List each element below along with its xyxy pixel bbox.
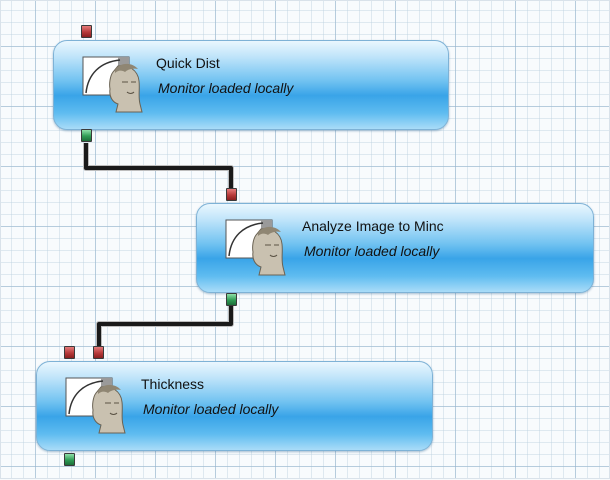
output-port-icon[interactable] bbox=[64, 453, 75, 466]
module-title: Analyze Image to Minc bbox=[302, 218, 444, 234]
module-analyze-image-to-minc[interactable]: Analyze Image to Minc Monitor loaded loc… bbox=[196, 203, 594, 293]
connection-wire-core bbox=[84, 143, 233, 189]
connection-wire-core bbox=[97, 306, 233, 346]
output-port-icon[interactable] bbox=[226, 293, 237, 306]
output-port-icon[interactable] bbox=[81, 129, 92, 142]
input-port-icon[interactable] bbox=[64, 346, 75, 359]
module-title: Thickness bbox=[141, 376, 205, 392]
input-port-icon[interactable] bbox=[226, 188, 237, 201]
module-quick-dist[interactable]: Quick Dist Monitor loaded locally bbox=[53, 40, 449, 130]
module-icon bbox=[225, 219, 293, 277]
module-status: Monitor loaded locally bbox=[158, 80, 294, 96]
input-port-icon[interactable] bbox=[81, 25, 92, 38]
module-status: Monitor loaded locally bbox=[143, 401, 279, 417]
module-title: Quick Dist bbox=[156, 55, 220, 71]
module-icon bbox=[82, 56, 150, 114]
input-port-icon[interactable] bbox=[93, 346, 104, 359]
module-status: Monitor loaded locally bbox=[304, 243, 440, 259]
module-icon bbox=[65, 377, 133, 435]
module-thickness[interactable]: Thickness Monitor loaded locally bbox=[36, 361, 433, 451]
